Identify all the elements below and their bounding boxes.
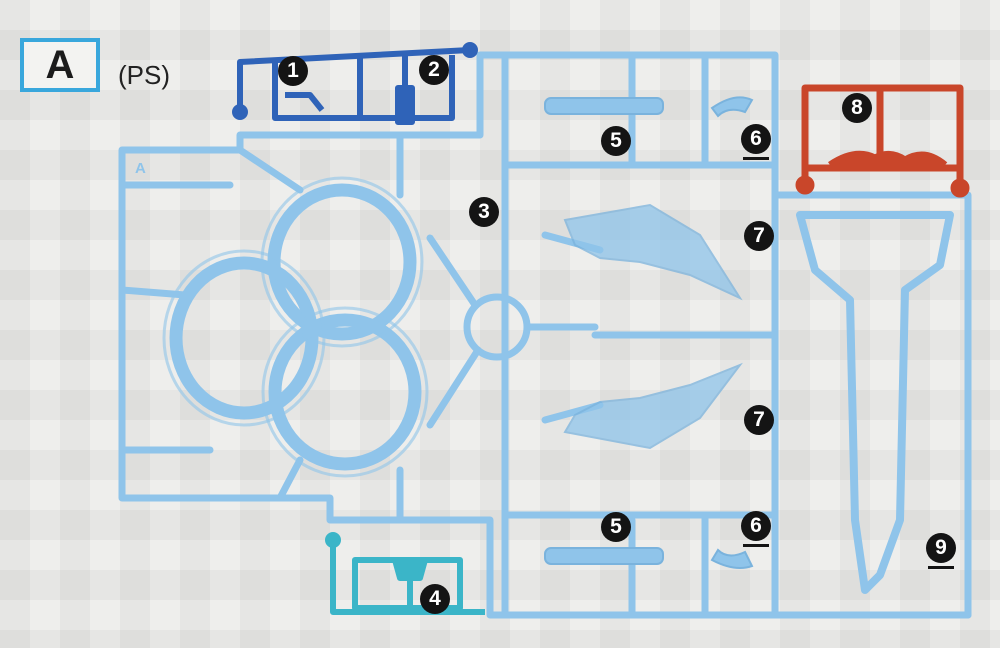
- part-5-shape: [544, 97, 664, 115]
- runner-outer-frame: [118, 51, 972, 619]
- part-number-9: 9: [926, 533, 956, 569]
- part-number-5-bottom: 5: [601, 512, 631, 542]
- part-9-shape: [796, 211, 954, 594]
- part-7-shape: [563, 362, 743, 450]
- part-number-5-top: 5: [601, 126, 631, 156]
- ring-part: [169, 256, 319, 420]
- runner-gate: [426, 346, 482, 429]
- part-number-6-bottom: 6: [741, 511, 771, 547]
- dark-blue-runner: [232, 42, 478, 125]
- ring-parts: [162, 176, 429, 478]
- part-6-shape: [710, 96, 754, 118]
- part-number-1: 1: [278, 56, 308, 86]
- part-number-2: 2: [419, 55, 449, 85]
- runner-frame-letter: A: [135, 160, 146, 177]
- material-label: (PS): [118, 60, 170, 90]
- ring-part: [267, 183, 417, 341]
- part-number-7-bottom: 7: [744, 405, 774, 435]
- part-number-4: 4: [420, 584, 450, 614]
- runner-gate: [426, 234, 479, 309]
- red-runner: [795, 84, 970, 198]
- part-number-8: 8: [842, 93, 872, 123]
- runner-gate: [236, 146, 304, 194]
- main-runner-light-blue: [118, 51, 972, 619]
- teal-runner: [325, 532, 485, 615]
- part-number-6-top: 6: [741, 124, 771, 160]
- part-7-shape: [563, 203, 743, 301]
- part-number-3: 3: [469, 197, 499, 227]
- part-5-shape: [544, 547, 664, 565]
- part-6-shape: [710, 548, 754, 569]
- part-number-7-top: 7: [744, 221, 774, 251]
- runner-letter-badge: A: [20, 38, 100, 92]
- small-parts: [544, 96, 754, 569]
- runner-gate: [276, 456, 304, 502]
- ring-part: [268, 313, 422, 471]
